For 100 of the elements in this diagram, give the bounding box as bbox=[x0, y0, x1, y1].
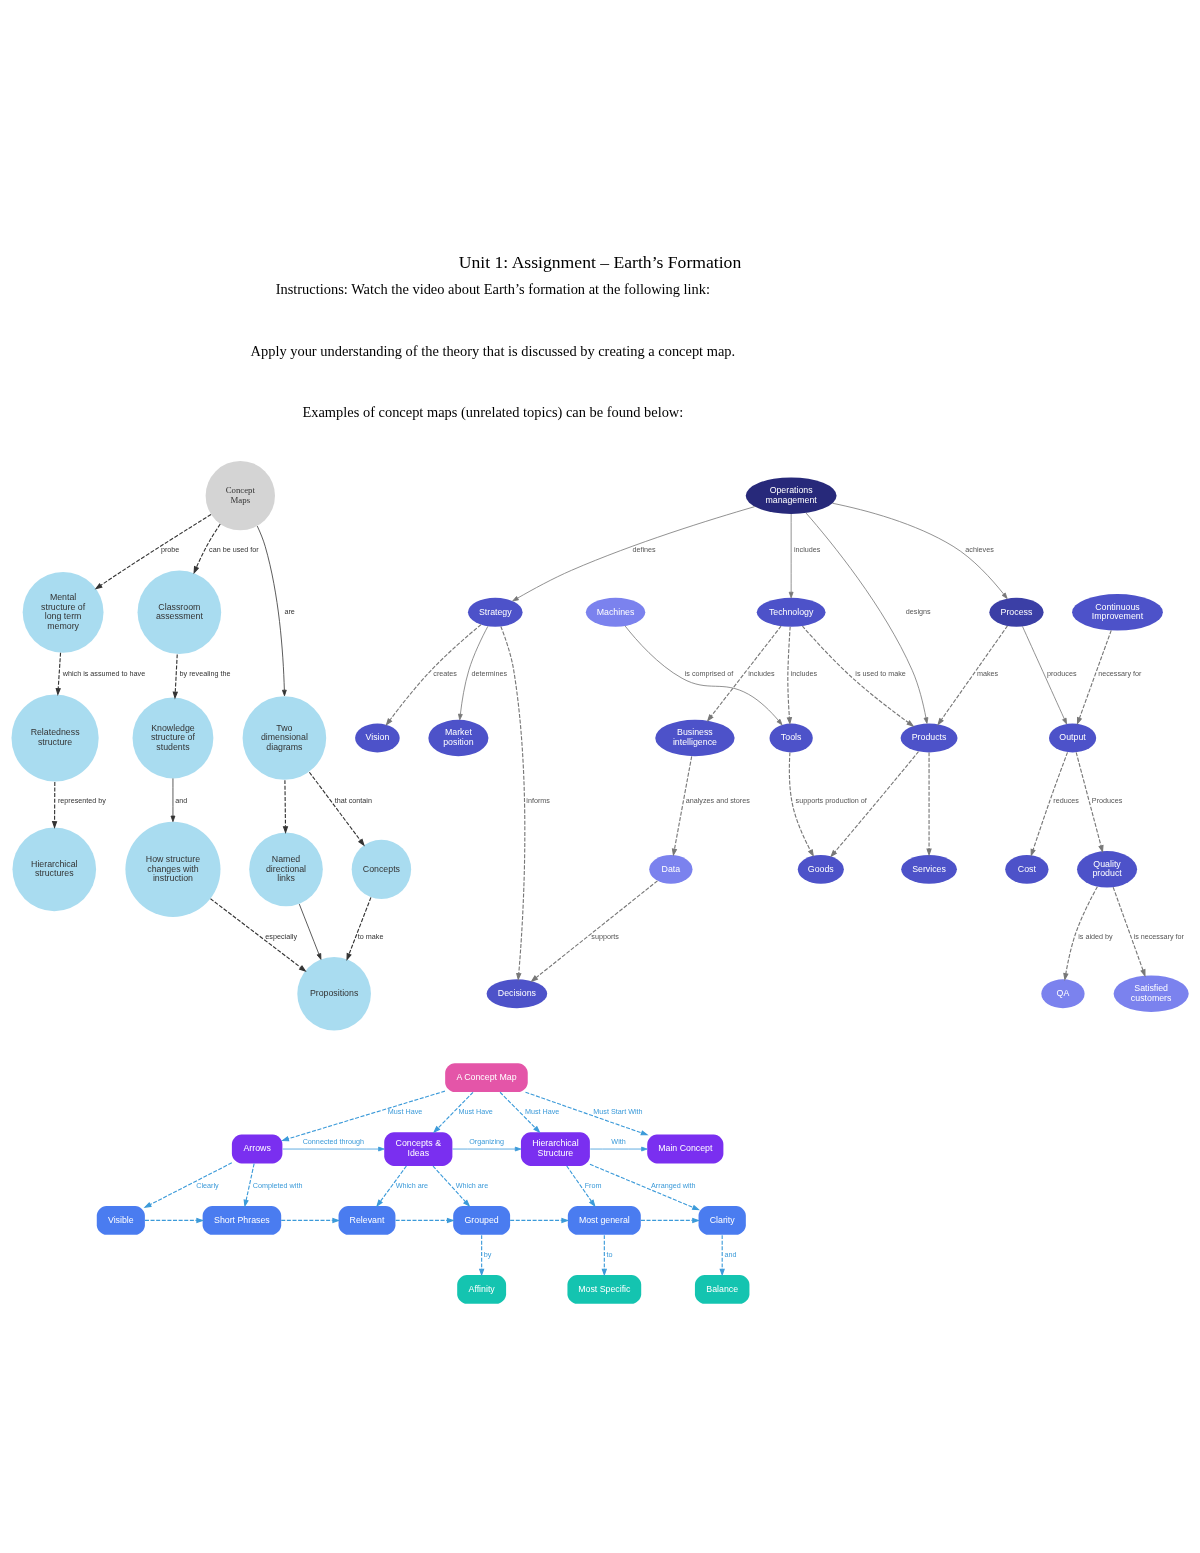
arrow bbox=[512, 505, 756, 601]
arrow bbox=[509, 1217, 570, 1223]
arrow bbox=[805, 512, 929, 724]
node-ellipse: Continuous Improvement bbox=[1072, 593, 1163, 631]
edge-label: necessary for bbox=[1098, 668, 1142, 678]
node-ellipse: Goods bbox=[797, 854, 844, 884]
edge-label: reduces bbox=[1053, 795, 1079, 805]
arrow bbox=[671, 755, 693, 857]
arrow bbox=[395, 1217, 455, 1223]
arrow bbox=[706, 625, 782, 722]
arrow bbox=[530, 879, 659, 982]
node-box: Clarity bbox=[698, 1205, 746, 1235]
edge-label: Must Have bbox=[387, 1106, 423, 1116]
node-ellipse: Decisions bbox=[486, 978, 548, 1008]
arrow bbox=[478, 1234, 485, 1277]
edge-label: With bbox=[611, 1136, 626, 1146]
arrow bbox=[432, 1164, 471, 1207]
arrow bbox=[308, 771, 365, 846]
edge-label: Which are bbox=[395, 1180, 429, 1190]
arrow bbox=[524, 1091, 649, 1135]
node-box: Arrows bbox=[231, 1134, 283, 1163]
node-circle: Concept Maps bbox=[205, 460, 275, 530]
arrow bbox=[143, 1161, 233, 1208]
edge-label: supports production of bbox=[795, 795, 867, 805]
node-box: Relevant bbox=[338, 1205, 396, 1235]
edge-label: Connected through bbox=[302, 1136, 364, 1146]
node-box: Concepts & Ideas bbox=[384, 1131, 453, 1166]
arrow bbox=[193, 523, 221, 574]
edge-label: determines bbox=[471, 668, 508, 678]
arrow bbox=[1063, 885, 1098, 981]
arrow bbox=[500, 625, 526, 981]
node-box: Short Phrases bbox=[202, 1205, 282, 1235]
arrow bbox=[589, 1163, 700, 1210]
node-box: Hierarchical Structure bbox=[520, 1131, 590, 1166]
arrow bbox=[1075, 751, 1104, 853]
label: Instructions: Watch the video about Earth’s formation at the following link: bbox=[275, 280, 711, 297]
node-ellipse: Satisfied customers bbox=[1113, 975, 1189, 1012]
arrow bbox=[1076, 629, 1112, 725]
arrow bbox=[830, 750, 920, 858]
arrow bbox=[280, 1217, 341, 1223]
arrow bbox=[499, 1091, 541, 1133]
edge-label: especially bbox=[265, 931, 298, 941]
edge-label: to make bbox=[357, 931, 384, 941]
arrow bbox=[94, 513, 212, 590]
arrow bbox=[55, 651, 62, 696]
arrow bbox=[1112, 886, 1146, 977]
arrow bbox=[170, 777, 176, 822]
arrow bbox=[281, 1090, 446, 1141]
node-box: Most Specific bbox=[567, 1274, 642, 1304]
arrow bbox=[51, 780, 58, 829]
node-circle: Named directional links bbox=[249, 832, 323, 906]
edge-label: Organizing bbox=[469, 1136, 505, 1146]
node-circle: Two dimensional diagrams bbox=[242, 695, 327, 780]
arrow bbox=[376, 1164, 407, 1207]
node-circle: Hierarchical structures bbox=[12, 827, 97, 911]
node-ellipse: Process bbox=[989, 597, 1044, 627]
node-box: A Concept Map bbox=[445, 1062, 528, 1092]
edge-label: informs bbox=[526, 795, 550, 805]
edge-label: Completed with bbox=[252, 1180, 303, 1190]
edge-label: includes bbox=[793, 544, 821, 554]
label: Apply your understanding of the theory that is discussed by creating a concept map. bbox=[250, 342, 736, 359]
edge-label: makes bbox=[976, 668, 999, 678]
edge-label: is aided by bbox=[1078, 931, 1113, 941]
edge-label: represented by bbox=[57, 795, 106, 805]
edge-label: Clearly bbox=[196, 1180, 219, 1190]
node-ellipse: Market position bbox=[428, 719, 489, 756]
arrow bbox=[1022, 625, 1067, 724]
arrow bbox=[788, 751, 814, 857]
edge-label: probe bbox=[160, 544, 180, 554]
edge-label: are bbox=[284, 606, 295, 616]
edge-label: Produces bbox=[1091, 795, 1123, 805]
node-ellipse: Services bbox=[901, 854, 957, 884]
node-circle: How structure changes with instruction bbox=[125, 821, 221, 917]
arrow bbox=[566, 1164, 596, 1207]
edge-label: is used to make bbox=[855, 668, 906, 678]
node-box: Visible bbox=[96, 1205, 145, 1235]
arrow bbox=[209, 897, 307, 972]
node-ellipse: Products bbox=[900, 723, 958, 752]
arrow bbox=[256, 525, 287, 696]
arrow bbox=[458, 625, 489, 720]
edge-label: includes bbox=[748, 668, 775, 678]
edge-label: can be used for bbox=[209, 544, 259, 554]
arrow bbox=[385, 623, 482, 726]
arrow bbox=[298, 903, 322, 960]
arrow bbox=[832, 502, 1008, 599]
arrow bbox=[1030, 751, 1069, 857]
edge-label: and bbox=[175, 795, 188, 805]
node-ellipse: Tools bbox=[769, 723, 813, 752]
arrow bbox=[589, 1146, 648, 1151]
arrow bbox=[282, 1146, 385, 1151]
arrow bbox=[282, 779, 289, 834]
arrow bbox=[601, 1234, 608, 1277]
edge-label: creates bbox=[433, 668, 457, 678]
edge-label: Which are bbox=[455, 1180, 489, 1190]
arrow bbox=[144, 1217, 205, 1223]
label: Examples of concept maps (unrelated topics) can be found below: bbox=[302, 403, 684, 420]
edge-label: Must Have bbox=[524, 1106, 560, 1116]
node-box: Affinity bbox=[457, 1274, 507, 1304]
node-box: Grouped bbox=[453, 1205, 511, 1235]
arrow bbox=[346, 896, 372, 961]
